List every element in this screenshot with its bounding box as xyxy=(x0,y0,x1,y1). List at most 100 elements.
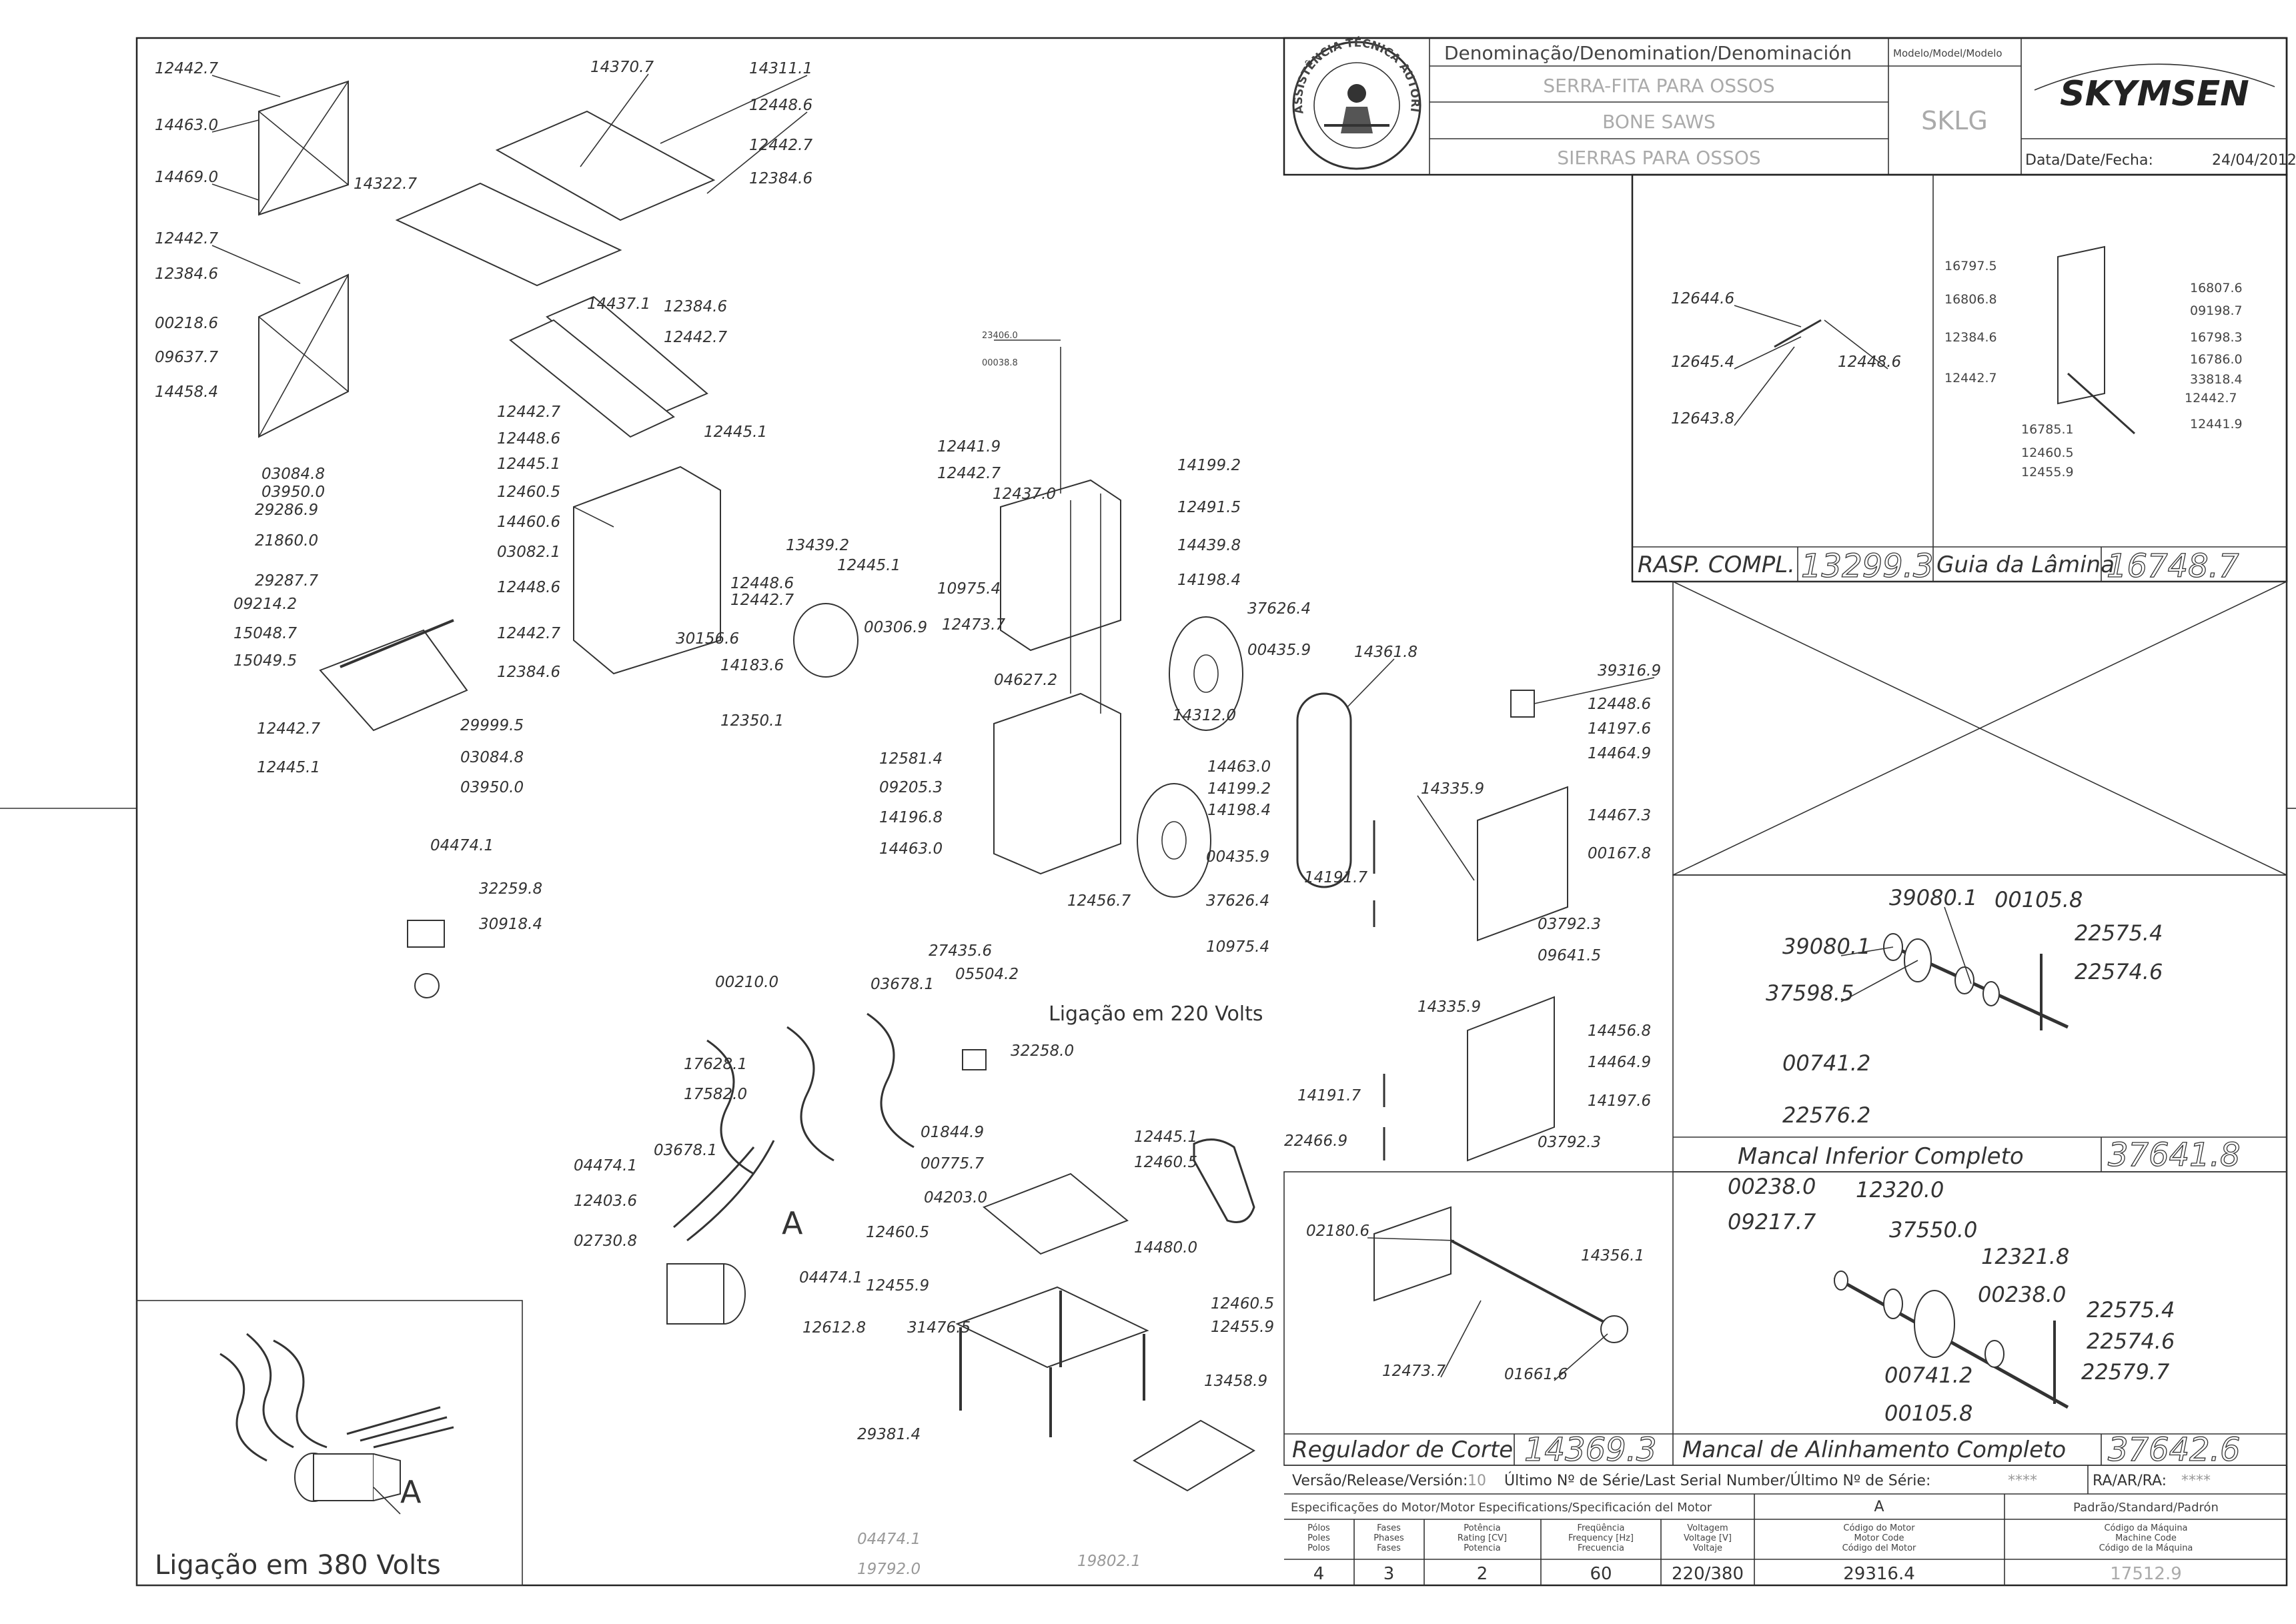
part-label: 12441.9 xyxy=(937,438,1001,456)
part-label: 22576.2 xyxy=(1782,1102,1870,1128)
part-label: 14469.0 xyxy=(155,169,218,186)
part-label: 12442.7 xyxy=(937,465,1001,482)
part-label: 12455.9 xyxy=(2021,465,2074,480)
part-label: 12455.9 xyxy=(866,1277,929,1295)
part-label: 12445.1 xyxy=(257,759,320,776)
hdr-poles-en: Poles xyxy=(1307,1533,1330,1543)
regulador-label: Regulador de Corte xyxy=(1292,1437,1513,1463)
caption-380v: Ligação em 380 Volts xyxy=(155,1550,441,1581)
part-label: 14183.6 xyxy=(720,657,784,674)
hdr-freq-pt: Freqüência xyxy=(1577,1523,1624,1533)
hdr-phases-pt: Fases xyxy=(1377,1523,1401,1533)
part-label: 03792.3 xyxy=(1538,1134,1601,1151)
part-label: 12460.5 xyxy=(1211,1295,1274,1313)
part-label: 14322.7 xyxy=(354,175,417,193)
part-label: 37626.4 xyxy=(1206,892,1269,910)
part-label: 21860.0 xyxy=(255,532,318,550)
brand-swoosh-icon xyxy=(2034,63,2275,91)
hdr-phases-es: Fases xyxy=(1377,1543,1401,1553)
part-label: 14456.8 xyxy=(1588,1022,1651,1040)
part-label: 03792.3 xyxy=(1538,916,1601,933)
part-label: 12448.6 xyxy=(730,575,794,592)
version-value: 10 xyxy=(1468,1473,1486,1489)
detail-a-label-380: A xyxy=(400,1474,422,1510)
part-label: 22466.9 xyxy=(1284,1132,1347,1150)
part-label: 22579.7 xyxy=(2081,1359,2170,1385)
part-label: 16786.0 xyxy=(2190,352,2243,367)
part-label: 12442.7 xyxy=(155,60,218,77)
part-label: 22574.6 xyxy=(2087,1329,2175,1354)
part-label: 29999.5 xyxy=(460,717,524,734)
part-label: 12437.0 xyxy=(993,486,1056,503)
part-label: 14191.7 xyxy=(1304,869,1367,886)
collection-tray xyxy=(1133,1419,1255,1492)
part-label: 04474.1 xyxy=(857,1531,921,1548)
part-label: 12442.7 xyxy=(497,625,560,642)
part-label: 10975.4 xyxy=(937,580,1001,598)
part-label: 00435.9 xyxy=(1247,642,1311,659)
hdr-poles-es: Polos xyxy=(1307,1543,1330,1553)
part-label: 14356.1 xyxy=(1581,1247,1644,1265)
part-label: 12384.6 xyxy=(155,265,218,283)
hdr-poles-pt: Pólos xyxy=(1307,1523,1330,1533)
part-label: 14197.6 xyxy=(1588,720,1651,738)
guia-code: 16748.7 xyxy=(2107,548,2239,585)
motor-a xyxy=(666,1263,724,1325)
part-label: 09205.3 xyxy=(879,779,943,796)
part-label: 00238.0 xyxy=(1978,1282,2066,1307)
part-label: 19792.0 xyxy=(857,1561,921,1578)
part-label: 37626.4 xyxy=(1247,600,1311,618)
regulador-code: 14369.3 xyxy=(1524,1431,1657,1469)
part-label: 14464.9 xyxy=(1588,1054,1651,1071)
part-label: 39316.9 xyxy=(1598,662,1661,680)
part-label: 14463.0 xyxy=(1207,758,1271,776)
part-label: 14460.6 xyxy=(497,514,560,531)
brand-logo: SKYMSEN xyxy=(2060,74,2249,114)
saw-blade xyxy=(1296,692,1352,888)
hdr-power-pt: Potência xyxy=(1464,1523,1500,1533)
part-label: 00741.2 xyxy=(1884,1363,1972,1388)
part-label: 03084.8 xyxy=(261,466,325,483)
part-label: 03082.1 xyxy=(497,544,560,561)
rasp-label: RASP. COMPL. xyxy=(1638,552,1795,578)
authorized-service-seal-icon xyxy=(1292,41,1421,170)
svg-text:ASSISTÊNCIA TÉCNICA AUTORIZADA: ASSISTÊNCIA TÉCNICA AUTORIZADA xyxy=(0,0,1421,115)
hdr-volt-es: Voltaje xyxy=(1693,1543,1722,1553)
part-label: 01844.9 xyxy=(921,1124,984,1141)
part-label: 17628.1 xyxy=(684,1056,747,1073)
part-label: 12460.5 xyxy=(866,1224,929,1241)
ra-label: RA/AR/RA: xyxy=(2093,1473,2167,1489)
pulley-wheel-upper xyxy=(1169,616,1243,731)
part-label: 23406.0 xyxy=(982,331,1018,341)
parts-drawings xyxy=(258,80,2136,1492)
part-label: 12445.1 xyxy=(497,456,560,473)
part-label: 14198.4 xyxy=(1177,572,1241,589)
part-label: 00167.8 xyxy=(1588,845,1651,862)
hdr-motorcode-es: Código del Motor xyxy=(1842,1543,1916,1553)
product-name-pt: SERRA-FITA PARA OSSOS xyxy=(1543,75,1774,97)
part-label: 12455.9 xyxy=(1211,1319,1274,1336)
hdr-machinecode-pt: Código da Máquina xyxy=(2104,1523,2187,1533)
part-label: 12473.7 xyxy=(942,616,1005,634)
part-label: 14311.1 xyxy=(749,60,812,77)
part-label: 29287.7 xyxy=(255,572,318,590)
part-label: 14458.4 xyxy=(155,383,218,401)
part-label: 12448.6 xyxy=(749,97,812,114)
model-code: SKLG xyxy=(1921,106,1988,135)
part-label: 14437.1 xyxy=(587,295,650,313)
part-label: 39080.1 xyxy=(1889,885,1977,910)
motor-spec-header: Especificações do Motor/Motor Especifica… xyxy=(1291,1501,1712,1515)
hdr-machinecode-en: Machine Code xyxy=(2115,1533,2177,1543)
part-label: 12442.7 xyxy=(257,720,320,738)
part-number-labels: 12442.7 14463.0 14469.0 12442.7 12384.6 … xyxy=(155,59,2243,1578)
part-label: 02180.6 xyxy=(1306,1223,1369,1240)
part-label: 14463.0 xyxy=(155,117,218,134)
pulley-wheel-lower xyxy=(1137,783,1211,898)
part-label: 09198.7 xyxy=(2190,303,2243,318)
hdr-freq-en: Frequency [Hz] xyxy=(1568,1533,1634,1543)
part-label: 03678.1 xyxy=(654,1142,717,1159)
part-label: 03678.1 xyxy=(871,976,934,993)
version-label: Versão/Release/Versión: xyxy=(1292,1473,1468,1489)
mancal-inferior-code: 37641.8 xyxy=(2108,1136,2241,1174)
serial-value: **** xyxy=(2008,1473,2037,1489)
